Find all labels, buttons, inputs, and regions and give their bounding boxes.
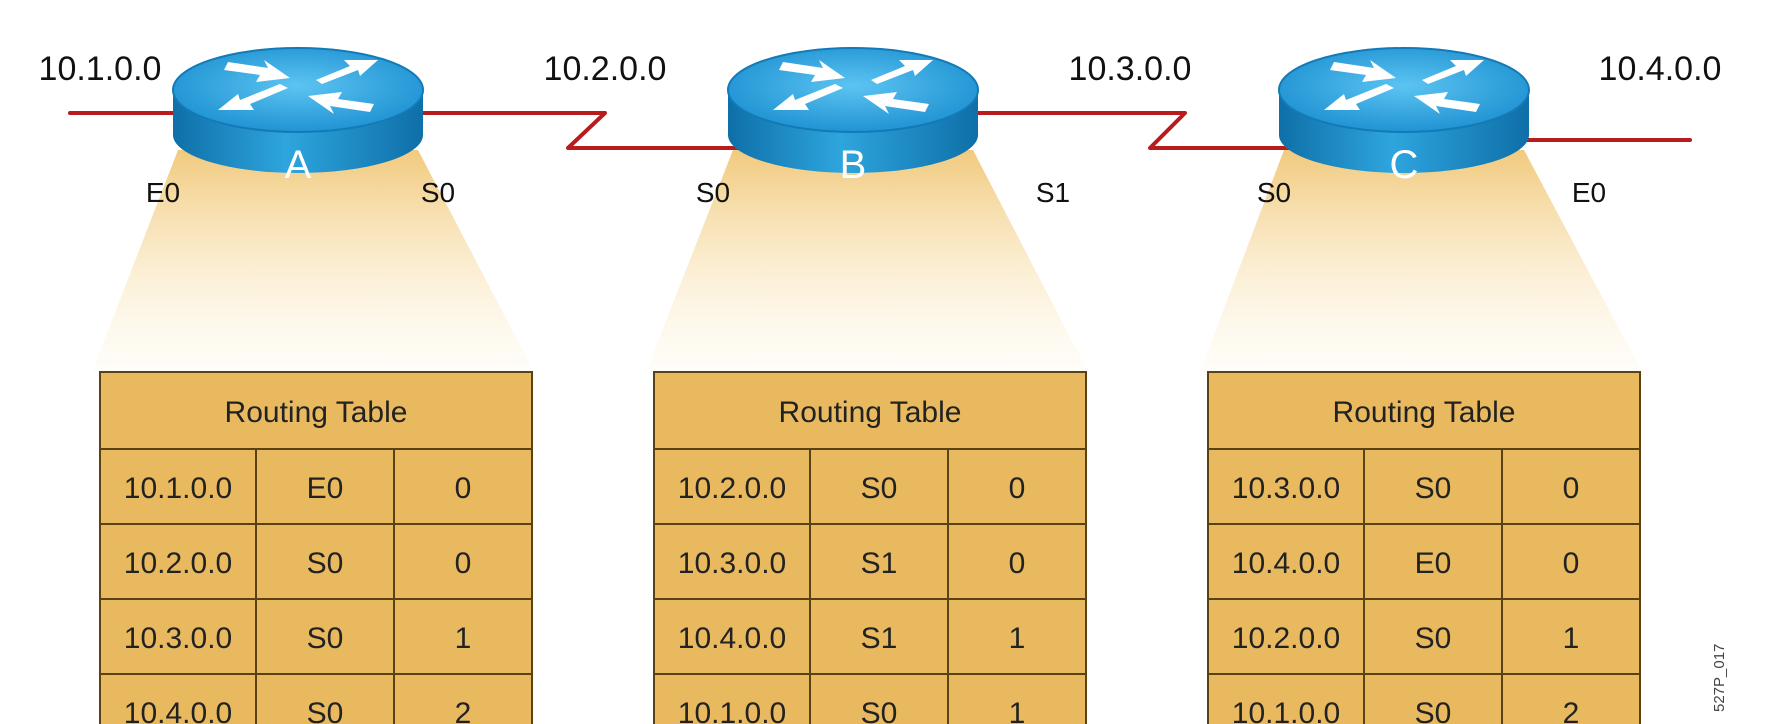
table-row: 10.3.0.0 S0 1 — [100, 598, 532, 674]
port-label-left: E0 — [146, 177, 180, 208]
figure-code-label: 527P_017 — [1711, 644, 1728, 712]
table-row: 10.3.0.0 S1 0 — [654, 523, 1086, 599]
spotlight-beam — [1200, 150, 1642, 372]
table-cell-interface: S0 — [1415, 472, 1452, 505]
routing-table-title: Routing Table — [225, 396, 408, 429]
network-label: 10.3.0.0 — [1069, 50, 1192, 88]
table-row: 10.3.0.0 S0 0 — [1232, 449, 1580, 524]
table-cell-hops: 0 — [455, 472, 472, 505]
table-row: 10.1.0.0 E0 0 — [124, 449, 472, 524]
table-row: 10.2.0.0 S0 0 — [678, 449, 1026, 524]
table-cell-network: 10.4.0.0 — [1232, 547, 1340, 580]
table-cell-hops: 2 — [455, 697, 472, 724]
table-cell-network: 10.1.0.0 — [1232, 697, 1340, 724]
table-cell-network: 10.4.0.0 — [678, 622, 786, 655]
table-background — [99, 371, 533, 724]
router-a: A E0 S0 — [146, 47, 455, 208]
table-cell-network: 10.3.0.0 — [678, 547, 786, 580]
table-cell-interface: S1 — [861, 547, 898, 580]
table-cell-interface: S0 — [1415, 622, 1452, 655]
network-label: 10.2.0.0 — [544, 50, 667, 88]
spotlight-beam — [92, 150, 534, 372]
table-cell-network: 10.1.0.0 — [678, 697, 786, 724]
table-cell-hops: 0 — [455, 547, 472, 580]
table-cell-hops: 1 — [455, 622, 472, 655]
port-label-left: S0 — [696, 177, 730, 208]
serial-link-10-3 — [958, 111, 1312, 150]
network-label: 10.4.0.0 — [1599, 50, 1722, 88]
table-row: 10.4.0.0 S0 2 — [100, 673, 532, 724]
port-label-right: S0 — [421, 177, 455, 208]
router-c: C S0 E0 — [1257, 47, 1606, 208]
router-name-label: B — [840, 143, 867, 187]
table-cell-interface: S0 — [861, 472, 898, 505]
network-label: 10.1.0.0 — [39, 50, 162, 88]
table-cell-interface: S1 — [861, 622, 898, 655]
table-row: 10.2.0.0 S0 0 — [100, 523, 532, 599]
table-cell-hops: 1 — [1009, 622, 1026, 655]
table-cell-hops: 2 — [1563, 697, 1580, 724]
spotlight-beam — [646, 150, 1088, 372]
port-label-left: S0 — [1257, 177, 1291, 208]
table-cell-network: 10.2.0.0 — [124, 547, 232, 580]
table-cell-interface: S0 — [307, 697, 344, 724]
table-cell-interface: S0 — [307, 622, 344, 655]
table-cell-interface: S0 — [1415, 697, 1452, 724]
routing-table-title: Routing Table — [779, 396, 962, 429]
table-cell-network: 10.3.0.0 — [124, 622, 232, 655]
table-row: 10.4.0.0 S1 1 — [654, 598, 1086, 674]
table-cell-hops: 1 — [1563, 622, 1580, 655]
table-cell-network: 10.3.0.0 — [1232, 472, 1340, 505]
table-cell-hops: 0 — [1563, 547, 1580, 580]
table-cell-interface: S0 — [861, 697, 898, 724]
table-cell-interface: E0 — [307, 472, 344, 505]
routing-table-title: Routing Table — [1333, 396, 1516, 429]
table-cell-hops: 0 — [1009, 547, 1026, 580]
table-cell-hops: 0 — [1563, 472, 1580, 505]
table-background — [1207, 371, 1641, 724]
table-cell-hops: 1 — [1009, 697, 1026, 724]
table-cell-network: 10.4.0.0 — [124, 697, 232, 724]
port-label-right: E0 — [1572, 177, 1606, 208]
table-cell-network: 10.1.0.0 — [124, 472, 232, 505]
table-row: 10.1.0.0 S0 1 — [654, 673, 1086, 724]
router-b: B S0 S1 — [696, 47, 1070, 208]
port-label-right: S1 — [1036, 177, 1070, 208]
table-cell-network: 10.2.0.0 — [1232, 622, 1340, 655]
table-background — [653, 371, 1087, 724]
table-cell-network: 10.2.0.0 — [678, 472, 786, 505]
serial-link-10-2 — [403, 111, 762, 150]
table-cell-interface: S0 — [307, 547, 344, 580]
table-row: 10.2.0.0 S0 1 — [1208, 598, 1640, 674]
table-cell-hops: 0 — [1009, 472, 1026, 505]
table-row: 10.1.0.0 S0 2 — [1208, 673, 1640, 724]
table-cell-interface: E0 — [1415, 547, 1452, 580]
router-name-label: A — [285, 143, 312, 187]
table-row: 10.4.0.0 E0 0 — [1208, 523, 1640, 599]
router-name-label: C — [1390, 143, 1419, 187]
